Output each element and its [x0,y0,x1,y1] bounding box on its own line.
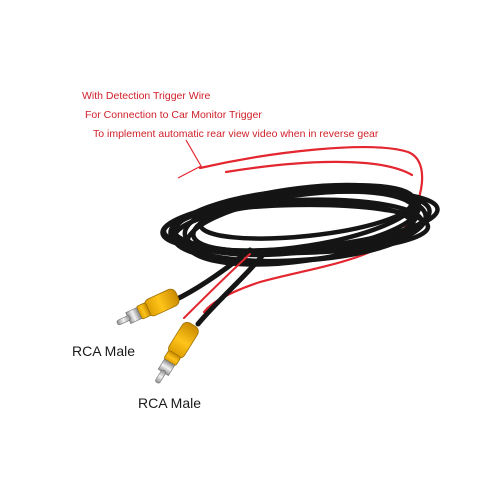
annotation-trigger-wire: With Detection Trigger Wire [82,90,211,102]
rca-plug-lower [155,321,199,384]
cable-leads [172,247,265,327]
label-rca-male-upper: RCA Male [72,343,136,359]
pointer-line [177,139,202,179]
annotation-reverse-gear: To implement automatic rear view video w… [93,128,379,140]
cable-coil [160,182,440,267]
rca-plug-upper [116,288,180,326]
label-rca-male-lower: RCA Male [138,395,202,411]
annotation-monitor-trigger: For Connection to Car Monitor Trigger [85,109,262,121]
